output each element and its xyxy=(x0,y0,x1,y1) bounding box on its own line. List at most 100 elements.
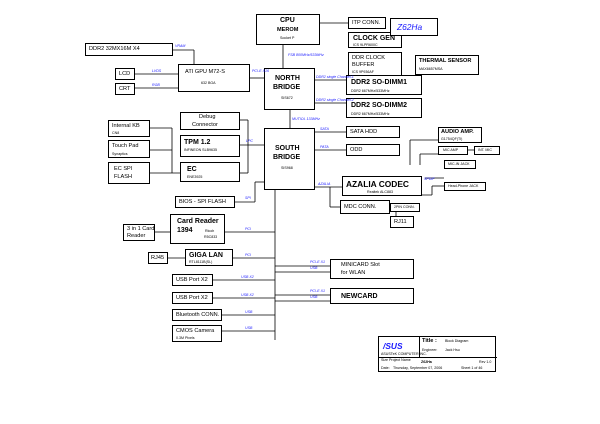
bus-label-vram: VRAM xyxy=(175,44,186,48)
bus-label-lpc: LPC xyxy=(246,139,253,143)
cpu-block: CPU MEROM Socket P xyxy=(256,14,320,45)
cpu-socket: Socket P xyxy=(280,36,295,40)
north-bridge-line1: NORTH xyxy=(275,75,300,82)
azalia-codec-block: AZALIA CODEC Realtek ALC883 xyxy=(342,176,422,196)
rj11-label: RJ11 xyxy=(394,219,407,225)
brand-logo: /SUS xyxy=(383,341,403,351)
touchpad-title: Touch Pad xyxy=(112,143,139,149)
card-reader-part: R5C833 xyxy=(204,235,218,239)
giga-lan-title: GIGA LAN xyxy=(189,252,223,259)
itp-conn-label: ITP CONN. xyxy=(352,20,381,26)
bus-label-ddr2-ch2: DDR2 single Channel-2 xyxy=(316,98,354,102)
project-badge: Z62Ha xyxy=(390,18,438,36)
bus-label-lvds: LVDS xyxy=(152,69,162,73)
ddr-clock-line1: DDR CLOCK xyxy=(352,55,385,61)
cmos-camera-res: 0.3M Pixels xyxy=(176,336,195,340)
audio-amp-part: G1754QF(TI) xyxy=(441,137,463,141)
audio-amp-block: AUDIO AMP. G1754QF(TI) xyxy=(438,127,482,143)
dimm1-block: DDR2 SO-DIMM1 DDR2 667MHz/533MHz xyxy=(346,75,422,95)
usb-port-1-label: USB Port X2 xyxy=(176,277,208,283)
revision: Rev 1.0 xyxy=(479,360,492,364)
two-pin-conn-label: 2PIN CONN. xyxy=(394,205,415,209)
bus-label-usb-c: USB xyxy=(245,310,253,314)
bus-label-usb-d: USB xyxy=(245,326,253,330)
bluetooth-conn-block: Bluetooth CONN. xyxy=(172,309,222,321)
bus-label-usb-x2b: USB X2 xyxy=(241,293,254,297)
sata-hdd-block: SATA HDD xyxy=(346,126,400,138)
bus-label-pata: PATA xyxy=(320,145,329,149)
south-bridge-part: SIS968 xyxy=(281,166,293,170)
south-bridge-block: SOUTH BRIDGE SIS968 xyxy=(264,128,315,190)
internal-kb-title: Internal KB xyxy=(112,123,140,129)
lcd-label: LCD xyxy=(119,71,131,77)
odd-label: ODD xyxy=(350,147,363,153)
odd-block: ODD xyxy=(346,144,400,156)
two-pin-conn-block: 2PIN CONN. xyxy=(390,203,420,212)
cmos-camera-block: CMOS Camera 0.3M Pixels xyxy=(172,325,222,342)
bus-label-usb-x2a: USB X2 xyxy=(241,275,254,279)
south-bridge-line1: SOUTH xyxy=(275,145,300,152)
dimm2-block: DDR2 SO-DIMM2 DDR2 667MHz/533MHz xyxy=(346,98,422,118)
bios-spi-flash-block: BIOS - SPI FLASH xyxy=(175,196,235,208)
mic-amp-block: MIC AMP xyxy=(438,146,468,155)
bluetooth-conn-label: Bluetooth CONN. xyxy=(176,312,220,318)
mic-in-jack-block: MIC-IN JACK xyxy=(444,160,476,169)
debug-line1: Debug xyxy=(199,114,216,120)
card-reader-3in1-block: 3 in 1 Card Reader xyxy=(123,224,155,241)
ec-spi-line2: FLASH xyxy=(114,174,133,180)
ddr-clock-buffer-block: DDR CLOCK BUFFER ICS 9P936AF xyxy=(348,52,402,76)
engineer-value: Jack Hsu xyxy=(445,348,460,352)
touchpad-vendor: Synaptics xyxy=(112,152,128,156)
ec-block: EC ENE3925 xyxy=(180,162,240,182)
ddr-clock-part: ICS 9P936AF xyxy=(352,70,374,74)
lcd-block: LCD xyxy=(115,68,135,80)
headphone-jack-label: Head-Phone JACK xyxy=(448,184,479,188)
project-badge-text: Z62Ha xyxy=(397,22,423,32)
thermal-sensor-part: MAX6657MSA xyxy=(419,67,443,71)
ec-title: EC xyxy=(187,166,197,173)
bus-label-spi: SPI xyxy=(245,196,251,200)
card-reader-line1: Card Reader xyxy=(177,218,219,225)
internal-kb-block: Internal KB CN8 xyxy=(108,120,150,137)
giga-lan-block: GIGA LAN RTL8111B(SL) xyxy=(185,249,233,266)
touchpad-block: Touch Pad Synaptics xyxy=(108,140,150,158)
cmos-camera-title: CMOS Camera xyxy=(176,328,215,334)
south-bridge-line2: BRIDGE xyxy=(273,154,301,161)
thermal-sensor-title: THERMAL SENSOR xyxy=(419,58,472,64)
minicard-slot-block: MINICARD Slot for WLAN xyxy=(330,259,414,279)
ec-spi-line1: EC SPI xyxy=(114,166,133,172)
dimm1-speed: DDR2 667MHz/533MHz xyxy=(351,89,390,93)
vram-ddr2-block: DDR2 32MX16M X4 xyxy=(85,43,173,56)
dimm2-speed: DDR2 667MHz/533MHz xyxy=(351,112,390,116)
card-reader-line2: 1394 xyxy=(177,227,193,234)
mdc-conn-block: MDC CONN. xyxy=(340,200,390,214)
rj45-block: RJ45 xyxy=(148,252,168,264)
newcard-block: NEWCARD xyxy=(330,288,414,304)
debug-connector-block: Debug Connector xyxy=(180,112,240,130)
bus-label-usb-a: USB xyxy=(310,266,318,270)
bus-label-ddr2-ch1: DDR2 single Channel-1 xyxy=(316,75,354,79)
crt-label: CRT xyxy=(119,86,131,92)
north-bridge-line2: BRIDGE xyxy=(273,84,301,91)
cpu-title: CPU xyxy=(280,17,295,24)
bus-label-pcie-x1b: PCI-E X1 xyxy=(310,289,325,293)
int-mic-label: INT. MIC xyxy=(478,148,492,152)
minicard-line1: MINICARD Slot xyxy=(341,262,380,268)
dimm2-title: DDR2 SO-DIMM2 xyxy=(351,102,408,109)
company-name: ASUSTeK COMPUTER INC. xyxy=(381,352,427,356)
clock-gen-part: ICS 9LPR600C xyxy=(353,43,378,47)
ddr-clock-line2: BUFFER xyxy=(352,62,375,68)
mic-amp-label: MIC AMP xyxy=(443,148,459,152)
headphone-jack-block: Head-Phone JACK xyxy=(444,182,486,191)
date-value: Thursday, September 07, 2006 xyxy=(393,366,443,370)
mdc-conn-label: MDC CONN. xyxy=(344,204,377,210)
tpm-part: INFINEON SLB9635 xyxy=(184,148,217,152)
usb-port-2-label: USB Port X2 xyxy=(176,295,208,301)
crt-block: CRT xyxy=(115,83,135,95)
clock-gen-block: CLOCK GEN ICS 9LPR600C xyxy=(348,32,402,48)
usb-port-1-block: USB Port X2 xyxy=(172,274,213,286)
internal-kb-conn: CN8 xyxy=(112,131,120,135)
north-bridge-part: SIS672 xyxy=(281,96,293,100)
